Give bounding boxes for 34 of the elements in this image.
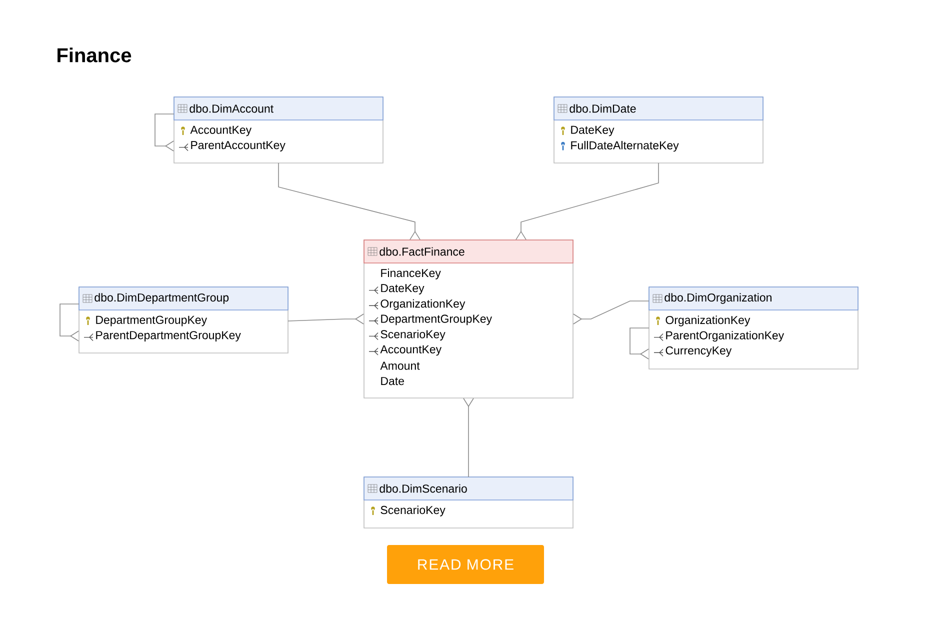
column-name: DepartmentGroupKey bbox=[96, 316, 208, 326]
table-header: dbo.FactFinance bbox=[364, 240, 574, 264]
column-name: DateKey bbox=[571, 126, 614, 136]
column-name: ParentAccountKey bbox=[191, 141, 286, 152]
column-name: OrganizationKey bbox=[380, 299, 466, 310]
table-header: dbo.DimOrganization bbox=[648, 286, 858, 310]
relationship-line bbox=[288, 314, 364, 324]
relationship-line bbox=[278, 162, 420, 240]
table-header: dbo.DimAccount bbox=[174, 96, 384, 120]
table-header: dbo.DimDepartmentGroup bbox=[78, 286, 288, 310]
column-name: Amount bbox=[380, 362, 420, 370]
read-more-button: READ MORE bbox=[387, 545, 544, 584]
relationship-line bbox=[630, 328, 650, 360]
relationship-line bbox=[573, 300, 650, 324]
column-name: OrganizationKey bbox=[666, 316, 750, 326]
column-name: AccountKey bbox=[190, 126, 252, 136]
column-name: FinanceKey bbox=[381, 268, 441, 280]
relationship-line bbox=[60, 304, 80, 342]
relationship-line bbox=[516, 162, 659, 240]
column-name: ParentOrganizationKey bbox=[666, 330, 784, 342]
column-name: FullDateAlternateKey bbox=[571, 140, 679, 152]
column-name: Date bbox=[381, 377, 404, 386]
column-name: ScenarioKey bbox=[380, 506, 446, 516]
column-name: CurrencyKey bbox=[666, 346, 732, 357]
table-header: dbo.DimDate bbox=[554, 96, 764, 120]
column-name: ScenarioKey bbox=[380, 330, 446, 341]
column-name: DepartmentGroupKey bbox=[381, 314, 492, 326]
title: Finance bbox=[58, 48, 132, 62]
column-name: AccountKey bbox=[380, 345, 442, 356]
relationship-line bbox=[154, 114, 174, 152]
relationship-line bbox=[463, 398, 474, 478]
column-name: ParentDepartmentGroupKey bbox=[96, 331, 241, 342]
table-header: dbo.DimScenario bbox=[364, 476, 574, 500]
column-name: DateKey bbox=[381, 284, 424, 294]
